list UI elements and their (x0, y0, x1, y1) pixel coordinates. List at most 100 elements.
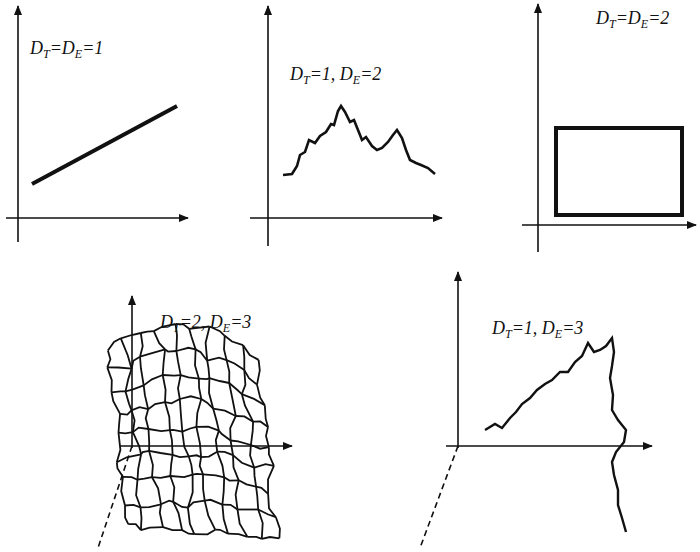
surface-mesh (194, 530, 215, 535)
surface-mesh (119, 414, 121, 433)
surface-mesh (125, 506, 128, 525)
surface-mesh (250, 445, 254, 468)
surface-mesh (257, 360, 260, 385)
surface-mesh (213, 409, 219, 431)
surface-mesh (205, 501, 216, 530)
surface-mesh (170, 475, 192, 478)
surface-mesh (138, 454, 142, 479)
surface-mesh (256, 487, 258, 510)
surface-mesh (123, 477, 138, 480)
surface-mesh (268, 466, 274, 494)
surface-mesh (165, 349, 176, 351)
surface-mesh (231, 441, 251, 446)
surface-mesh (268, 494, 276, 517)
surface-mesh (231, 441, 233, 456)
surface-mesh (148, 402, 165, 409)
surface-mesh (163, 349, 165, 375)
surface-mesh (117, 462, 123, 477)
surface-mesh (112, 391, 126, 392)
surface-mesh (265, 405, 268, 427)
surface-mesh (141, 451, 149, 454)
surface-mesh (149, 429, 170, 431)
surface-mesh (193, 473, 203, 476)
surface-mesh (120, 410, 131, 414)
dimension-label: DT=2, DE=3 (160, 312, 251, 335)
surface-mesh (201, 452, 217, 458)
surface-mesh (222, 505, 228, 534)
surface-mesh (144, 385, 149, 409)
surface-mesh (238, 510, 248, 537)
surface-mesh (196, 349, 208, 360)
surface-mesh (196, 427, 219, 431)
dimension-label: DT=DE=1 (30, 38, 103, 61)
surface-mesh (132, 407, 149, 410)
surface-mesh (262, 537, 280, 539)
surface-mesh (276, 517, 280, 538)
surface-mesh (217, 452, 224, 478)
surface-mesh (126, 385, 144, 391)
surface-mesh (163, 375, 166, 402)
surface-mesh (176, 351, 180, 375)
surface-mesh (233, 455, 254, 468)
surface-mesh (173, 455, 189, 457)
surface-mesh (107, 367, 112, 392)
surface-mesh (213, 409, 236, 416)
surface-mesh (188, 501, 205, 508)
surface-mesh (244, 370, 257, 385)
surface-mesh (149, 451, 173, 455)
surface-mesh (217, 452, 233, 455)
surface-mesh (161, 501, 173, 505)
surface-mesh (132, 410, 135, 432)
surface-mesh (138, 477, 153, 480)
surface-mesh (215, 530, 228, 534)
surface-mesh (144, 375, 163, 385)
surface-mesh (196, 427, 201, 457)
surface-mesh (136, 480, 140, 508)
surface-mesh (152, 476, 170, 478)
surface-mesh (199, 379, 201, 399)
surface-mesh (181, 375, 199, 379)
surface-mesh (182, 530, 194, 534)
surface-mesh (107, 367, 131, 368)
surface-mesh (207, 361, 209, 379)
surface-mesh (140, 349, 165, 356)
surface-mesh (243, 345, 244, 370)
surface-mesh (242, 370, 246, 394)
surface-mesh (117, 454, 141, 462)
surface-mesh (125, 505, 141, 507)
surface-mesh (203, 474, 205, 500)
surface-mesh (132, 357, 140, 369)
surface-mesh (141, 527, 163, 530)
surface-mesh (228, 534, 248, 537)
surface-mesh (180, 399, 183, 432)
surface-mesh (225, 336, 243, 345)
surface-mesh (178, 375, 181, 399)
surface-mesh (239, 480, 256, 486)
surface-mesh (199, 377, 210, 380)
surface-mesh (201, 399, 213, 409)
surface-mesh (154, 331, 165, 349)
surface-mesh (165, 399, 180, 403)
dimension-label: DT=DE=2 (596, 8, 669, 31)
surface-mesh (222, 505, 237, 510)
surface-mesh (230, 416, 236, 441)
surface-mesh (254, 464, 274, 468)
surface-mesh (222, 477, 224, 504)
surface-mesh (182, 427, 196, 432)
surface-mesh (200, 457, 203, 474)
surface-mesh (233, 455, 239, 480)
surface-mesh (243, 345, 259, 360)
surface-mesh (203, 474, 224, 477)
surface-mesh (173, 502, 182, 530)
surface-mesh (170, 476, 174, 502)
surface-mesh (152, 477, 161, 504)
surface-mesh (108, 338, 121, 350)
surface-mesh (107, 351, 110, 368)
surface-mesh (206, 327, 210, 361)
surface-mesh (207, 358, 226, 361)
surface-mesh (238, 509, 259, 511)
surface-mesh (248, 537, 262, 539)
surface-mesh (112, 392, 121, 414)
surface-mesh (141, 507, 142, 530)
surface-mesh (251, 422, 253, 445)
